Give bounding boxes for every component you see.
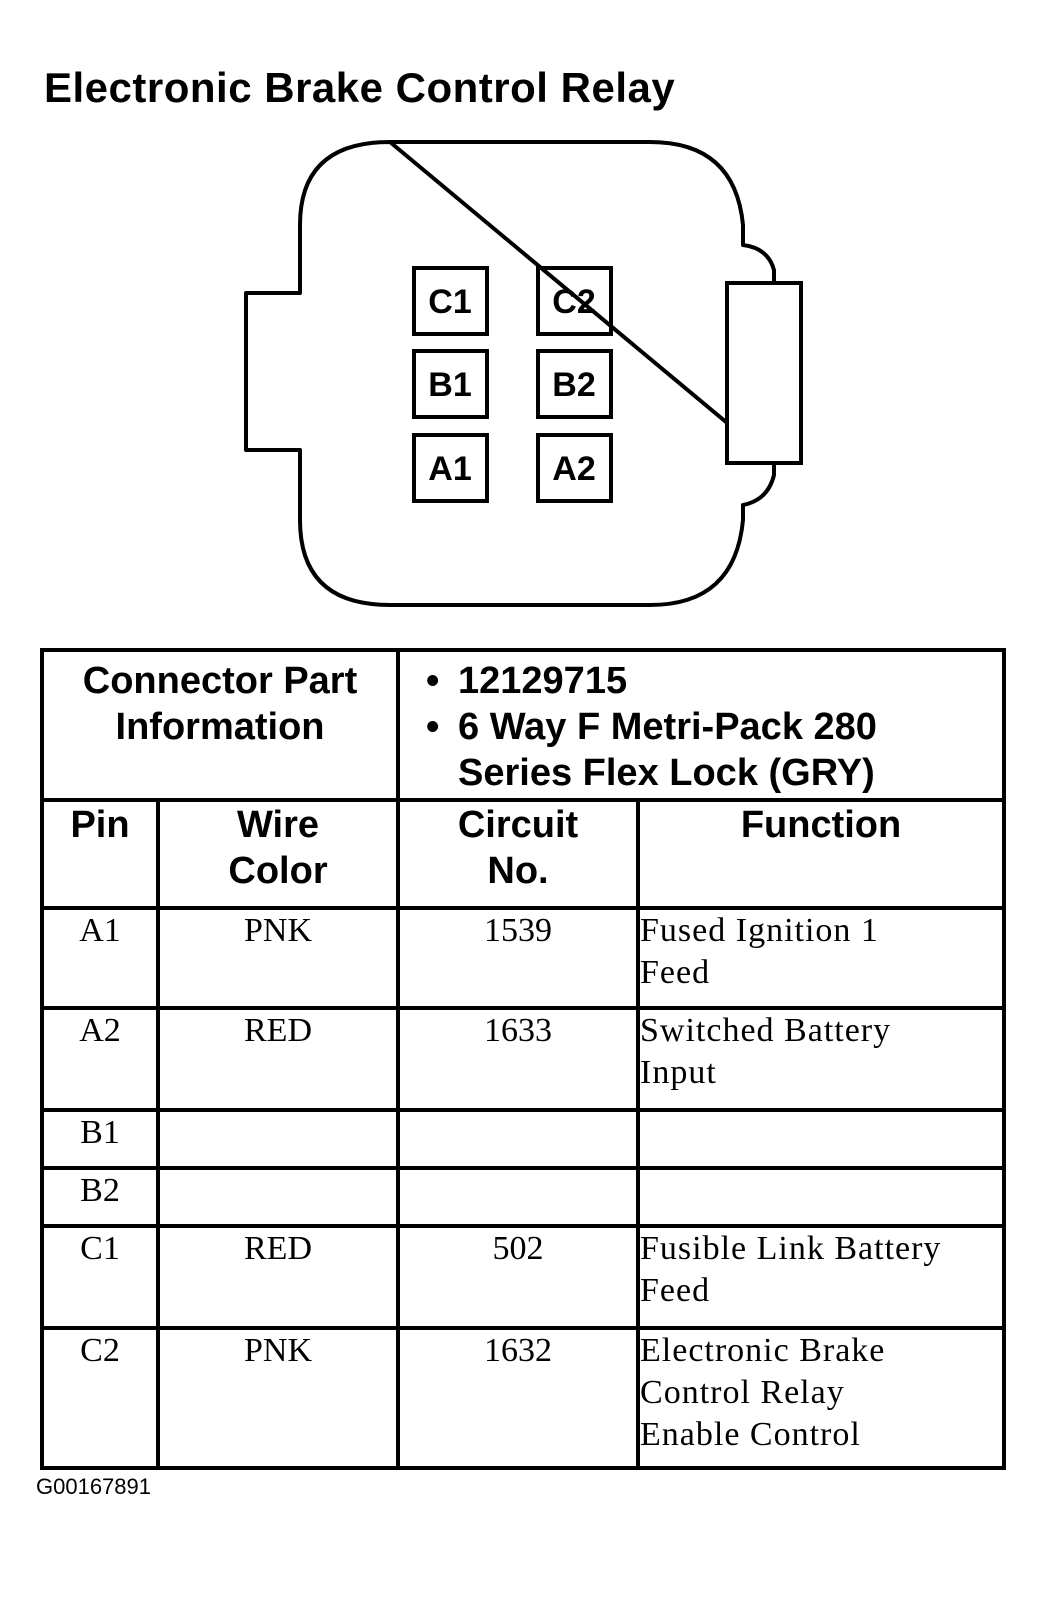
function-line: Enable Control xyxy=(640,1416,861,1453)
wire-color-cell: RED xyxy=(155,1006,401,1112)
function-cell: Switched Battery Input xyxy=(636,1006,1007,1112)
pin-label-b2: B2 xyxy=(552,366,595,404)
function-line: Electronic Brake xyxy=(640,1332,886,1369)
wire-color-cell xyxy=(155,1166,401,1228)
part-number: 12129715 xyxy=(426,658,1002,704)
pin-cavity-b1 xyxy=(412,349,489,419)
circuit-cell: 502 xyxy=(396,1224,641,1330)
circuit-cell: 1539 xyxy=(396,906,641,1010)
wire-color-cell: PNK xyxy=(155,906,401,1010)
function-line: Fused Ignition 1 xyxy=(640,912,879,949)
pin-cell: C2 xyxy=(40,1326,160,1470)
header-pin: Pin xyxy=(40,798,160,910)
diagram-title: Electronic Brake Control Relay xyxy=(44,64,676,111)
pin-cavity-c2 xyxy=(536,266,613,336)
function-line: Switched Battery xyxy=(640,1012,892,1049)
function-line: Input xyxy=(640,1054,717,1091)
header-function: Function xyxy=(636,798,1007,910)
header-circuit-no: Circuit No. xyxy=(396,798,641,910)
pin-cavity-c1 xyxy=(412,266,489,336)
pin-cavity-b2 xyxy=(536,349,613,419)
pin-cavity-a1 xyxy=(412,433,489,503)
wire-color-cell: RED xyxy=(155,1224,401,1330)
function-line: Feed xyxy=(640,954,711,991)
function-line: Control Relay xyxy=(640,1374,845,1411)
circuit-cell: 1632 xyxy=(396,1326,641,1470)
pin-cell: A1 xyxy=(40,906,160,1010)
connector-info-row: Connector Part Information 12129715 6 Wa… xyxy=(39,648,1007,802)
pin-label-a1: A1 xyxy=(428,450,471,488)
table-row: A1 PNK 1539 Fused Ignition 1 Feed xyxy=(40,906,1007,1010)
connector-latch-tab xyxy=(725,281,803,465)
connector-info-values: 12129715 6 Way F Metri-Pack 280 Series F… xyxy=(396,648,1007,802)
table-row: B2 xyxy=(40,1166,1007,1228)
table-row: A2 RED 1633 Switched Battery Input xyxy=(40,1006,1007,1112)
function-line: Feed xyxy=(640,1272,711,1309)
circuit-cell xyxy=(396,1166,641,1228)
function-cell: Fusible Link Battery Feed xyxy=(636,1224,1007,1330)
pin-cell: C1 xyxy=(40,1224,160,1330)
figure-id: G00167891 xyxy=(36,1474,151,1499)
connector-pin-table: Connector Part Information 12129715 6 Wa… xyxy=(39,648,1007,1470)
function-cell: Fused Ignition 1 Feed xyxy=(636,906,1007,1010)
header-wire-color: Wire Color xyxy=(155,798,401,910)
pin-label-c2: C2 xyxy=(552,283,595,321)
info-label-line: Connector Part xyxy=(82,660,358,702)
pin-label-b1: B1 xyxy=(428,366,471,404)
header-wire-color-line: Wire xyxy=(237,804,320,846)
header-circuit-line: Circuit xyxy=(457,804,579,846)
connector-housing-outline xyxy=(244,140,776,607)
circuit-cell: 1633 xyxy=(396,1006,641,1112)
function-cell xyxy=(636,1108,1007,1170)
table-row: B1 xyxy=(40,1108,1007,1170)
pin-cavity-a2 xyxy=(536,433,613,503)
info-label-line: Information xyxy=(115,706,325,748)
pin-label-a2: A2 xyxy=(552,450,595,488)
header-circuit-line: No. xyxy=(487,850,549,892)
connector-face-diagram: C1 C2 B1 B2 A1 A2 xyxy=(244,140,803,607)
pin-cell: A2 xyxy=(40,1006,160,1112)
table-row: C2 PNK 1632 Electronic Brake Control Rel… xyxy=(40,1326,1007,1470)
function-cell xyxy=(636,1166,1007,1228)
table-header-row: Pin Wire Color Circuit No. Function xyxy=(40,798,1007,910)
pin-label-c1: C1 xyxy=(428,283,471,321)
pin-cavities: C1 C2 B1 B2 A1 A2 xyxy=(412,266,613,503)
wire-color-cell: PNK xyxy=(155,1326,401,1470)
function-cell: Electronic Brake Control Relay Enable Co… xyxy=(636,1326,1007,1470)
circuit-cell xyxy=(396,1108,641,1170)
function-line: Fusible Link Battery xyxy=(640,1230,942,1267)
connector-description: 6 Way F Metri-Pack 280 Series Flex Lock … xyxy=(426,704,1002,796)
header-wire-color-line: Color xyxy=(228,850,328,892)
table-row: C1 RED 502 Fusible Link Battery Feed xyxy=(40,1224,1007,1330)
wire-color-cell xyxy=(155,1108,401,1170)
pin-cell: B2 xyxy=(40,1166,160,1228)
connector-info-label: Connector Part Information xyxy=(39,648,401,802)
pin-cell: B1 xyxy=(40,1108,160,1170)
